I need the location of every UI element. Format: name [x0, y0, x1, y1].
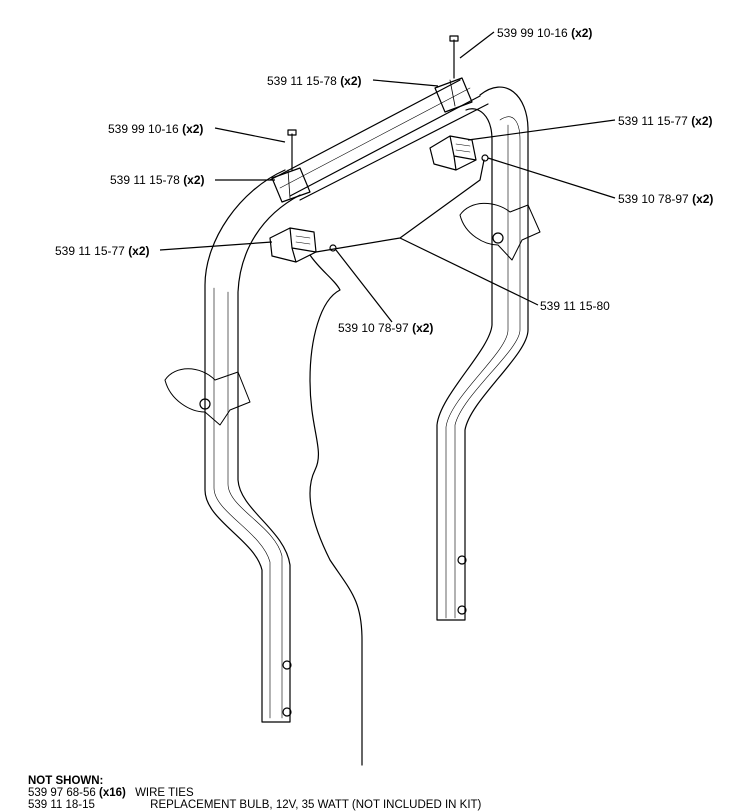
callout-bolt-left: 539 99 10-16 (x2) — [108, 122, 204, 136]
top-bracket-left — [271, 167, 311, 203]
callout-lamp-left: 539 11 15-77 (x2) — [55, 244, 150, 258]
callout-bracket-top-right: 539 11 15-78 (x2) — [267, 74, 362, 88]
not-shown-item: 539 11 18-15 REPLACEMENT BULB, 12V, 35 W… — [28, 799, 482, 811]
callout-nut-left: 539 10 78-97 (x2) — [338, 321, 434, 335]
seat-clamp-right — [459, 202, 541, 261]
not-shown-item: 539 97 68-56 (x16) WIRE TIES — [28, 787, 194, 799]
seat-clamp-left — [164, 368, 251, 426]
callout-bracket-left: 539 11 15-78 (x2) — [110, 173, 205, 187]
lamp-left — [269, 227, 317, 263]
callout-bolt-top-right: 539 99 10-16 (x2) — [497, 26, 593, 40]
not-shown-heading: NOT SHOWN: — [28, 775, 104, 787]
callout-nut-right: 539 10 78-97 (x2) — [618, 192, 714, 206]
right-leg-tube — [436, 86, 529, 621]
callout-lamp-right: 539 11 15-77 (x2) — [618, 114, 713, 128]
callout-harness: 539 11 15-80 — [540, 299, 610, 313]
lamp-right — [429, 135, 477, 171]
top-bracket-right — [434, 77, 473, 113]
not-shown-notes: NOT SHOWN: 539 97 68-56 (x16) WIRE TIES … — [28, 775, 481, 811]
top-crossbar — [269, 79, 489, 201]
wiring-harness — [309, 159, 485, 766]
left-leg-tube — [204, 169, 301, 723]
